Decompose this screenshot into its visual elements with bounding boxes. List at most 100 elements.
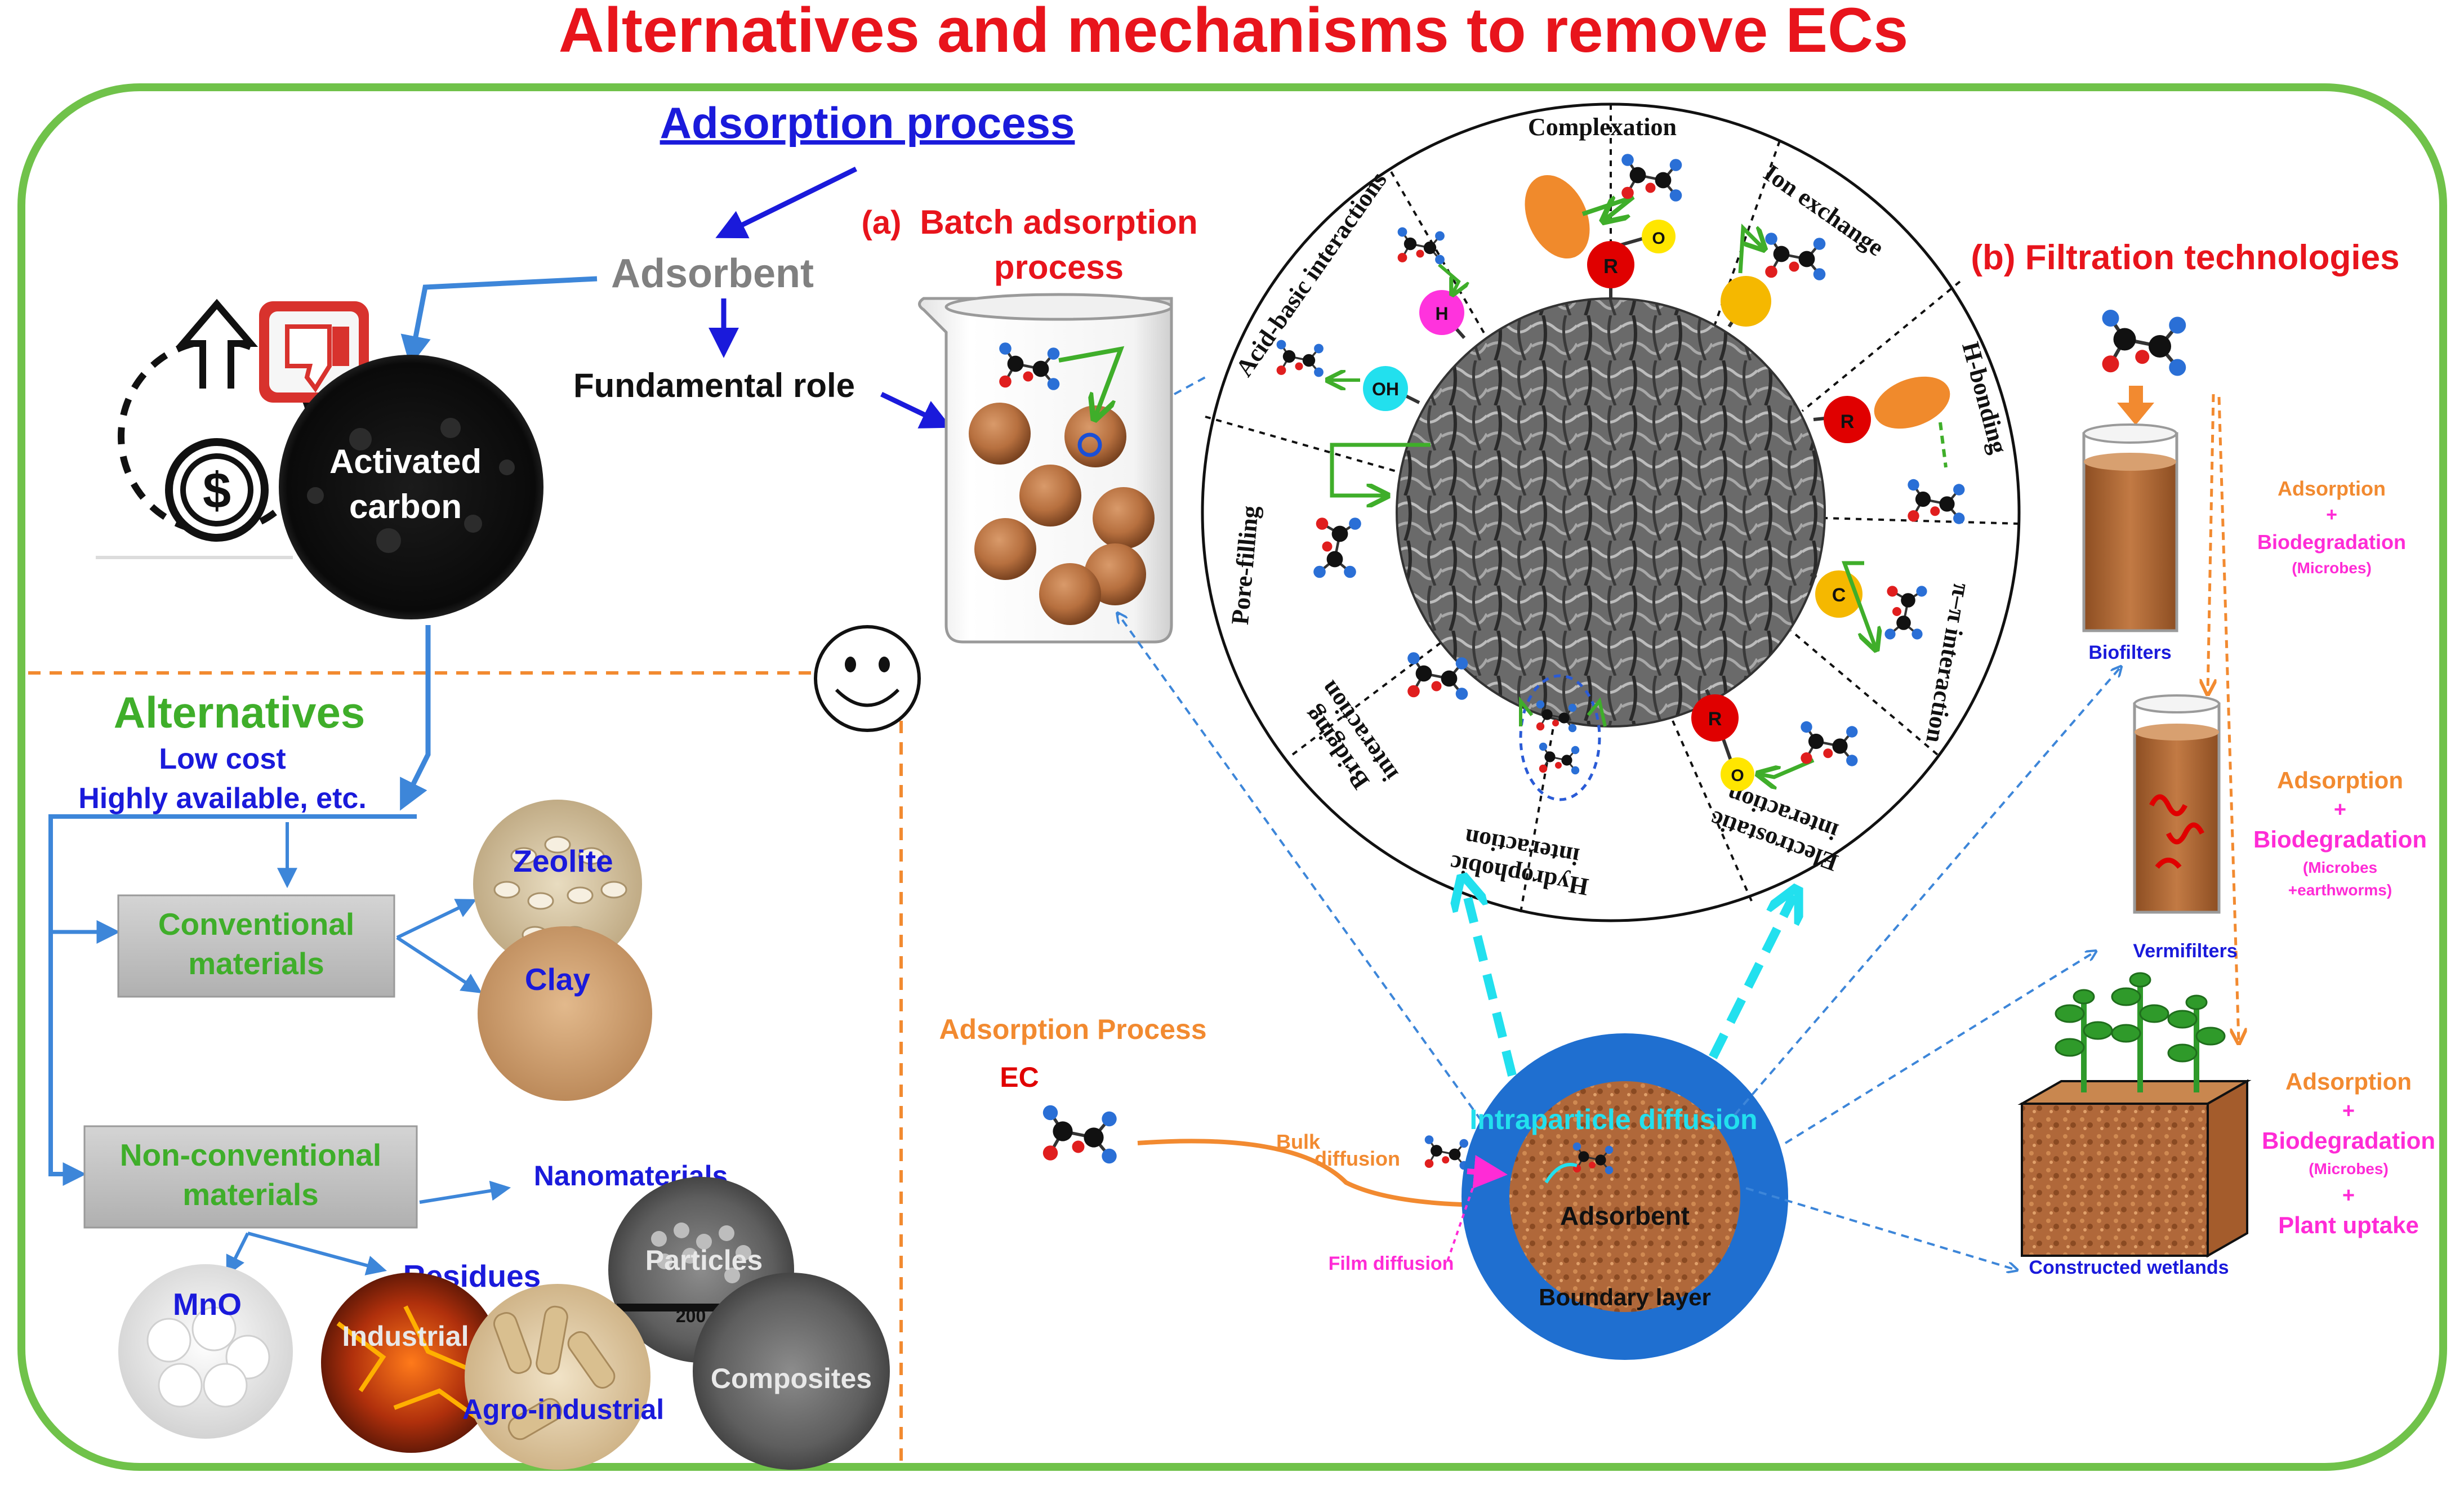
h-bonding-illustration: [1813, 376, 1950, 468]
arrow-adsorbent-to-carbon: [400, 276, 598, 367]
vermifilter-mech-4: (Microbes: [2303, 859, 2377, 876]
wetland-plants: [2055, 972, 2226, 1092]
carbon-texture: [307, 418, 515, 553]
vermifilter-mech-3: Biodegradation: [2253, 826, 2427, 853]
bulk-diffusion-label-line2: diffusion: [1315, 1147, 1400, 1170]
pellet-texture: [493, 1305, 616, 1440]
thumbs-down-icon: [259, 301, 369, 403]
electrostatic-illustration: [1691, 689, 1815, 791]
biofilter-mech-4: (Microbes): [2292, 559, 2372, 577]
film-diffusion-label: Film diffusion: [1329, 1253, 1454, 1274]
link-particle-to-beaker: [1118, 614, 1482, 1122]
wetland-mech-6: Plant uptake: [2278, 1212, 2419, 1238]
bulk-diffusion-label-line1: Bulk: [1276, 1130, 1321, 1153]
pi-pi-c: C: [1832, 585, 1846, 606]
arrow-to-zeolite: [396, 899, 477, 939]
acid-basic-h: H: [1435, 304, 1448, 324]
complexation-illustration: [1525, 175, 1676, 298]
biofilter-column: [2082, 423, 2178, 632]
arrow-title-to-adsorbent: [715, 166, 857, 239]
beaker-green-arrow: [1058, 346, 1125, 417]
nonconventional-materials-box: [83, 1125, 418, 1229]
ion-exchange-illustration: [1721, 224, 1771, 328]
film-diffusion-arrow: [1467, 1155, 1508, 1189]
industrial-image: [321, 1273, 501, 1453]
main-title: Alternatives and mechanisms to remove EC…: [559, 0, 1908, 65]
electrostatic-o: O: [1731, 766, 1744, 785]
biofilter-mech-1: Adsorption: [2278, 477, 2386, 500]
boundary-layer-label: Boundary layer: [1539, 1284, 1711, 1310]
arrow-to-clay: [396, 936, 483, 993]
pi-pi-illustration: [1810, 561, 1875, 648]
filtration-molecule: [2102, 310, 2186, 376]
link-particle-to-wetlands: [1745, 1187, 2016, 1270]
wetland-mech-4: (Microbes): [2309, 1160, 2389, 1177]
hydrophobic-illustration: [1519, 674, 1607, 801]
zeolite-label: Zeolite: [513, 844, 613, 878]
batch-title-line2: process: [994, 248, 1124, 286]
industrial-label: Industrial: [342, 1320, 469, 1352]
conventional-label-line2: materials: [188, 946, 324, 981]
particles-label: Particles: [645, 1244, 763, 1276]
wetland-mech-3: Biodegradation: [2262, 1127, 2435, 1154]
wetland-mech-1: Adsorption: [2285, 1068, 2412, 1095]
particles-texture: [651, 1223, 751, 1283]
svg-text:$: $: [203, 463, 231, 519]
clay-label: Clay: [525, 962, 591, 997]
zeolite-image: [473, 800, 642, 969]
adsorbent-label: Adsorbent: [611, 251, 814, 296]
agro-industrial-label: Agro-industrial: [462, 1394, 664, 1425]
vermifilter-mech-5: +earthworms): [2288, 881, 2392, 899]
link-particle-to-biofilters: [1734, 667, 2120, 1116]
acid-basic-illustration: [1329, 263, 1464, 411]
arrow-to-nanomaterials: [419, 1180, 511, 1204]
nonconventional-label-line2: materials: [182, 1177, 319, 1212]
fundamental-role-label: Fundamental role: [573, 367, 855, 404]
alternatives-title: Alternatives: [114, 688, 366, 737]
smiley-icon: [814, 625, 921, 732]
vermifilter-column: [2133, 694, 2221, 914]
activated-carbon-label-line1: Activated: [329, 443, 482, 480]
arrow-role-to-beaker: [880, 391, 952, 429]
adsorbent-particle-core: [1509, 1081, 1740, 1312]
acid-basic-oh: OH: [1372, 379, 1399, 399]
complexation-o: O: [1652, 229, 1665, 248]
vermifilter-mech-1: Adsorption: [2277, 767, 2403, 793]
ec-label: EC: [1000, 1061, 1039, 1093]
bulk-diffusion-arrow: [1137, 1139, 1498, 1219]
low-cost-label: Low cost: [159, 743, 286, 775]
arrow-carbon-to-alternatives: [400, 625, 431, 811]
nonconventional-label-line1: Non-conventional: [120, 1137, 381, 1172]
mno-label: MnO: [173, 1287, 242, 1322]
cost-increase-icon: $: [118, 298, 316, 542]
link-particle-to-vermifilters: [1784, 952, 2095, 1144]
intraparticle-arrow: [1544, 1163, 1578, 1184]
mechanism-wheel: [1201, 102, 2021, 922]
h-bonding-r: R: [1841, 411, 1855, 432]
highly-available-label: Highly available, etc.: [78, 782, 367, 815]
biofilters-label: Biofilters: [2088, 642, 2171, 663]
pore-filling-arrow: [1330, 443, 1431, 496]
adsorption-process-title: Adsorption process: [660, 98, 1075, 148]
conventional-materials-box: [117, 894, 395, 998]
cyan-arrow-left: [1464, 884, 1517, 1077]
dashed-orange-to-vermifilters: [2208, 394, 2213, 693]
filtration-title: (b) Filtration technologies: [1971, 238, 2399, 277]
outer-frame: [17, 83, 2447, 1471]
arrow-to-residues: [247, 1232, 387, 1275]
link-beaker-to-wheel: [1174, 376, 1206, 395]
filtration-down-arrow: [2117, 386, 2154, 425]
wetlands-label: Constructed wetlands: [2029, 1257, 2229, 1278]
mno-texture: [146, 1306, 270, 1408]
composites-label: Composites: [711, 1363, 872, 1394]
ec-molecule: [1043, 1105, 1117, 1163]
industrial-texture: [336, 1305, 480, 1421]
electrostatic-r: R: [1708, 708, 1722, 730]
complexation-r: R: [1603, 255, 1618, 278]
biofilter-mech-3: Biodegradation: [2257, 530, 2406, 554]
batch-title-line1: Batch adsorption: [920, 203, 1197, 241]
surface-molecule: [1424, 1134, 1469, 1171]
scale-bar: [617, 1304, 741, 1311]
composites-image: [693, 1273, 890, 1470]
